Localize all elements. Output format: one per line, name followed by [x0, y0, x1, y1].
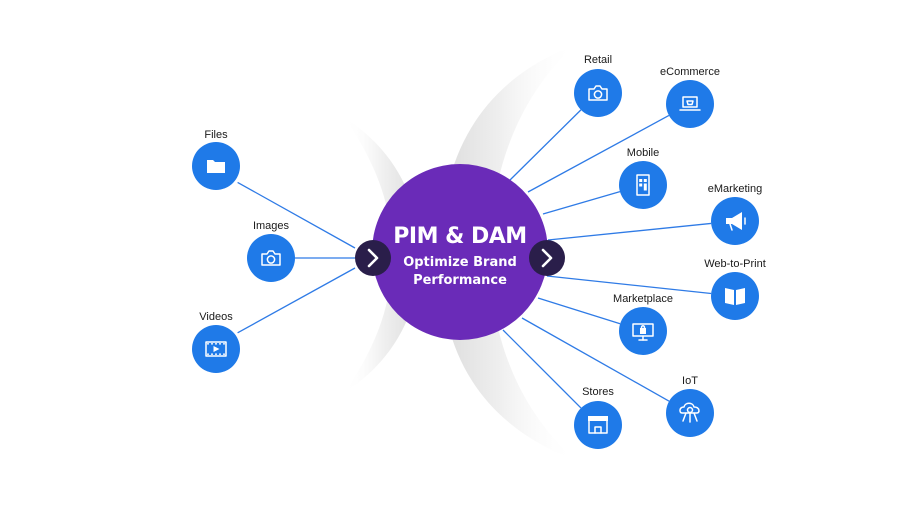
output-node-retail: Retail: [574, 54, 622, 117]
output-node-marketplace: Marketplace: [613, 293, 673, 355]
output-node-stores: Stores: [574, 386, 622, 449]
output-node-circle: [711, 272, 759, 320]
output-node-circle: [619, 161, 667, 209]
output-node-label: eMarketing: [708, 183, 762, 195]
folder-icon: [207, 160, 225, 173]
connector-line: [521, 317, 670, 402]
input-node-label: Images: [253, 220, 290, 232]
megaphone-icon: [726, 212, 746, 231]
background-arc-right: [440, 45, 575, 460]
camera-icon: [261, 250, 281, 266]
input-arrow-badge: [355, 240, 391, 276]
output-node-web-to-print: Web-to-Print: [704, 258, 766, 320]
output-node-label: Marketplace: [613, 293, 673, 305]
output-node-label: Retail: [584, 54, 612, 66]
cloud-network-icon: [679, 402, 700, 423]
output-node-circle: [574, 401, 622, 449]
connector-line: [542, 191, 621, 215]
connector-group: [237, 109, 712, 409]
connector-line: [502, 329, 582, 409]
laptop-cart-icon: [679, 96, 701, 111]
monitor-shopping-icon: [632, 323, 654, 341]
output-node-label: IoT: [682, 375, 698, 387]
output-node-mobile: Mobile: [619, 147, 667, 209]
chevron-right-icon: [367, 248, 379, 268]
connector-line: [546, 275, 712, 295]
mobile-app-icon: [636, 174, 650, 196]
input-node-circle: [247, 234, 295, 282]
hub-title: PIM & DAM: [393, 224, 526, 249]
connector-line: [509, 109, 582, 181]
connector-line: [237, 181, 356, 249]
input-node-label: Files: [204, 129, 228, 141]
open-book-icon: [725, 288, 745, 305]
output-node-label: eCommerce: [660, 66, 720, 78]
output-node-label: Mobile: [627, 147, 659, 159]
input-node-label: Videos: [199, 311, 233, 323]
camera-icon: [588, 85, 608, 101]
output-node-iot: IoT: [666, 375, 714, 437]
input-node-images: Images: [247, 220, 295, 282]
hub-circle: [372, 164, 548, 340]
output-node-label: Web-to-Print: [704, 258, 766, 270]
hub-subtitle-line1: Optimize Brand: [403, 255, 517, 270]
input-node-files: Files: [192, 129, 240, 190]
input-node-videos: Videos: [192, 311, 240, 373]
connector-line: [527, 114, 670, 193]
connector-line: [537, 297, 621, 325]
connector-line: [547, 222, 712, 241]
storefront-icon: [588, 416, 608, 434]
hub-subtitle-line2: Performance: [413, 273, 507, 288]
connector-line: [237, 267, 356, 334]
output-node-circle: [574, 69, 622, 117]
output-node-label: Stores: [582, 386, 614, 398]
output-arrow-badge: [529, 240, 565, 276]
hub: PIM & DAM Optimize Brand Performance: [372, 164, 548, 340]
chevron-right-icon: [541, 248, 553, 268]
output-node-ecommerce: eCommerce: [660, 66, 720, 128]
output-node-emarketing: eMarketing: [708, 183, 762, 245]
film-icon: [205, 341, 227, 357]
